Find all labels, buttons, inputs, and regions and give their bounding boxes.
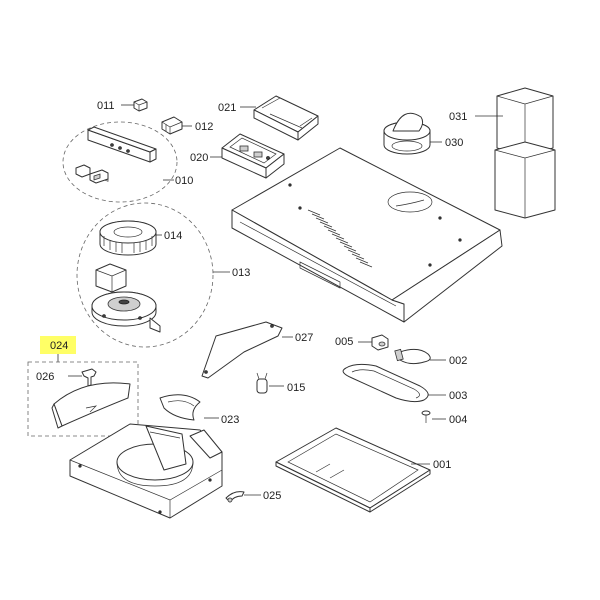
part-011-knob[interactable]: [133, 98, 148, 112]
group-010-outline: [62, 121, 178, 203]
part-005-lamp-socket[interactable]: [371, 334, 389, 351]
part-004-screw[interactable]: [421, 410, 431, 423]
label-026: 026: [36, 371, 54, 383]
label-020: 020: [190, 152, 208, 164]
label-003: 003: [449, 390, 467, 402]
label-013: 013: [232, 267, 250, 279]
part-013-motor[interactable]: [91, 291, 161, 333]
label-014: 014: [164, 230, 182, 242]
label-030: 030: [445, 137, 463, 149]
part-023-insert[interactable]: [159, 394, 201, 421]
group-024-outline: [27, 361, 139, 437]
label-024-highlight: [40, 336, 76, 354]
part-024-damper-flap[interactable]: [51, 382, 131, 429]
label-025: 025: [263, 490, 281, 502]
label-011: 011: [97, 100, 115, 112]
part-001-grease-filter[interactable]: [275, 427, 431, 513]
part-014-blower-wheel[interactable]: [99, 220, 157, 256]
label-010: 010: [175, 175, 193, 187]
label-005: 005: [335, 336, 353, 348]
label-001: 001: [433, 459, 451, 471]
part-030-collar[interactable]: [383, 112, 431, 155]
label-015: 015: [287, 382, 305, 394]
part-015-capacitor[interactable]: [256, 372, 268, 394]
hood-body[interactable]: [231, 147, 503, 323]
hood-vent-slots: [307, 209, 373, 268]
part-010-control-panel[interactable]: [75, 126, 157, 184]
part-031-chimney[interactable]: [494, 87, 556, 219]
part-027-flap[interactable]: [201, 321, 283, 379]
label-002: 002: [449, 355, 467, 367]
label-021: 021: [218, 102, 236, 114]
part-003-lamp-cover[interactable]: [342, 363, 429, 403]
part-020-pcb-box[interactable]: [221, 133, 285, 179]
part-002-lamp-bulb[interactable]: [394, 348, 431, 365]
part-012-switch[interactable]: [161, 116, 183, 135]
part-026-clip[interactable]: [81, 368, 97, 387]
label-004: 004: [449, 414, 467, 426]
group-013-outline: [76, 202, 214, 348]
label-012: 012: [195, 121, 213, 133]
part-025-lever[interactable]: [225, 491, 245, 503]
label-027: 027: [295, 332, 313, 344]
fan-housing[interactable]: [69, 423, 223, 519]
label-024: 024: [50, 340, 68, 352]
label-031: 031: [449, 111, 467, 123]
label-023: 023: [221, 414, 239, 426]
part-013-capacitor[interactable]: [95, 263, 127, 293]
part-021-cover[interactable]: [253, 95, 319, 141]
